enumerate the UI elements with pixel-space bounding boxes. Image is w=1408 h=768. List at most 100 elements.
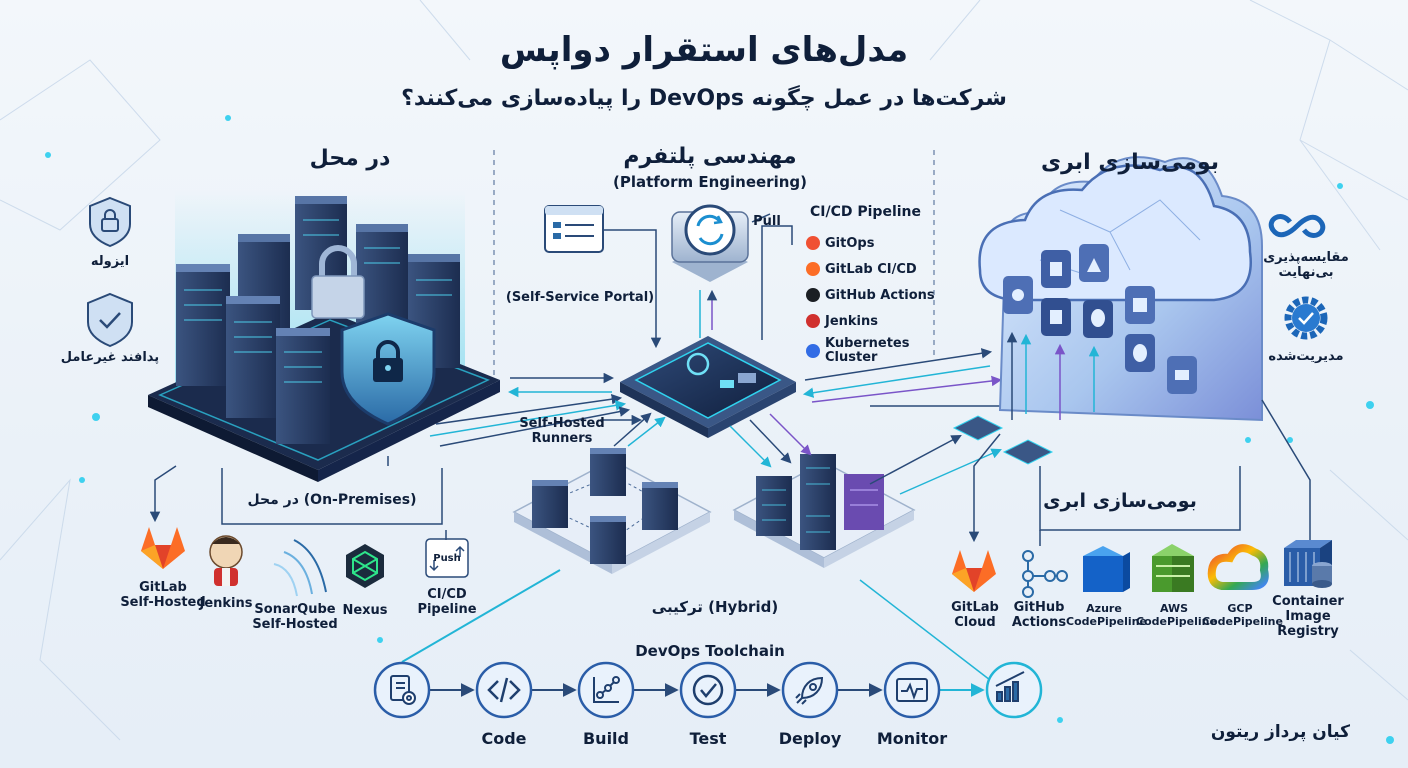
toolchain-stage-rocket-icon [781, 661, 839, 719]
gear-check-icon [1284, 296, 1328, 340]
pull-label: Pull [753, 214, 781, 229]
hybrid-server-b [590, 448, 626, 496]
on-prem-tools-bracket [149, 456, 443, 525]
server-rack-front-2 [226, 296, 280, 418]
toolchain-stage-plan-doc-icon [373, 661, 431, 719]
tool-github-actions-cloud: GitHub Actions [1011, 600, 1067, 630]
registry-icon [1284, 540, 1332, 588]
gitops-sync-icon [671, 204, 749, 282]
page-title: مدل‌های استقرار دواپس [499, 30, 909, 70]
tool-gcp-codepipeline: GCP CodePipeline [1202, 602, 1283, 628]
tool-azure-codepipeline: Azure CodePipeline [1066, 602, 1147, 628]
gitlab-cloud-icon [952, 550, 996, 592]
tool-cicd-pipeline-onprem: CI/CD Pipeline [417, 587, 477, 617]
cloud-feature-managed: مدیریت‌شده [1268, 349, 1344, 364]
chart-icon [995, 671, 1025, 702]
security-shield-icon [340, 312, 436, 426]
sonarqube-arc [293, 539, 327, 593]
build-icon [593, 676, 620, 703]
lock-shield-icon [89, 196, 131, 248]
platform-heading: مهندسی پلتفرم [623, 144, 797, 169]
toolchain-flow [401, 569, 985, 697]
gcp-icon [1207, 544, 1269, 590]
hybrid-cluster-left [512, 448, 712, 574]
platform-connectors [600, 213, 793, 426]
server-rack-front-3 [276, 328, 330, 444]
server-rack-front-1 [176, 264, 230, 386]
hybrid-cluster-right [732, 454, 916, 568]
cloud-tools-bracket [968, 399, 1311, 546]
nexus-icon [346, 544, 384, 588]
flow-into-cloud [1006, 331, 1100, 420]
toolchain-stage-test-check-icon [679, 661, 737, 719]
on-prem-tools-label: (On-Premises) در محل [247, 492, 417, 508]
jenkins-icon [209, 535, 243, 586]
stage-label-monitor: Monitor [876, 729, 948, 748]
cloud-feature-scalability: مقایسه‌پذیری بی‌نهایت [1263, 250, 1349, 280]
flow-hybrid [613, 412, 1002, 681]
page-subtitle: شرکت‌ها در عمل چگونه DevOps را پیاده‌ساز… [401, 86, 1007, 111]
infinity-icon [1268, 214, 1326, 238]
cloud-illustration [978, 156, 1263, 422]
platform-hub [620, 336, 796, 438]
tool-sonarqube: SonarQube Self-Hosted [252, 602, 338, 632]
glow-dots [45, 115, 1394, 744]
tool-gitlab-self-hosted: GitLab Self-Hosted [120, 580, 206, 610]
code-icon [487, 677, 521, 703]
plan-doc-icon [390, 675, 416, 705]
cicd-item-kubernetes: Kubernetes Cluster [806, 334, 936, 368]
cloud-tools-label: بومی‌سازی ابری [1043, 490, 1197, 512]
test-check-icon [692, 674, 724, 706]
cicd-item-gitlab: GitLab CI/CD [806, 256, 936, 282]
tool-gitlab-cloud: GitLab Cloud [951, 600, 999, 630]
tool-nexus: Nexus [342, 603, 388, 618]
cloud-heading: بومی‌سازی ابری [1041, 150, 1219, 175]
rocket-icon [795, 676, 824, 705]
on-prem-feature-passive-defense: پدافند غیرعامل [60, 350, 160, 365]
azure-icon [1083, 546, 1130, 592]
cloud-edge-node-1 [952, 415, 1004, 441]
cicd-item-jenkins: Jenkins [806, 308, 936, 334]
tool-jenkins-onprem: Jenkins [199, 596, 253, 611]
stage-label-code: Code [481, 729, 527, 748]
jenkins-icon [806, 314, 820, 328]
brand-label: کیان پرداز ریتون [1210, 722, 1350, 742]
push-badge: Push [433, 553, 461, 564]
stage-label-test: Test [689, 729, 727, 748]
github-actions-icon [1022, 550, 1068, 598]
aws-icon [1152, 544, 1194, 592]
cicd-tool-list: GitOps GitLab CI/CD GitHub Actions Jenki… [806, 230, 936, 368]
git-icon [806, 236, 820, 250]
tool-container-registry: Container Image Registry [1272, 594, 1344, 639]
monitor-icon [896, 678, 928, 702]
cloud-edge-node-2 [1002, 439, 1054, 465]
cicd-pipeline-title: CI/CD Pipeline [810, 204, 922, 220]
gitlab-icon [806, 262, 820, 276]
toolchain-title: DevOps Toolchain [635, 642, 785, 660]
flow-platform-cloud [802, 348, 1090, 407]
hybrid-server-a [532, 480, 568, 528]
hybrid-label: (Hybrid) ترکیبی [651, 598, 779, 616]
self-service-portal-icon [544, 205, 604, 253]
check-shield-icon [87, 292, 133, 348]
gitlab-icon [141, 527, 185, 569]
cicd-item-github-actions: GitHub Actions [806, 282, 936, 308]
push-icon [425, 538, 469, 578]
background-network [0, 0, 1408, 741]
kubernetes-icon [806, 344, 820, 358]
stage-label-build: Build [582, 729, 629, 748]
on-prem-heading: در محل [309, 146, 391, 171]
github-icon [806, 288, 820, 302]
platform-heading-en: (Platform Engineering) [612, 173, 807, 191]
flow-onprem-platform [429, 372, 631, 447]
on-prem-datacenter-illustration [148, 190, 500, 482]
on-prem-feature-isolated: ایزوله [90, 254, 130, 269]
cicd-item-gitops: GitOps [806, 230, 936, 256]
hybrid-server-c [642, 482, 678, 530]
stage-label-deploy: Deploy [778, 729, 842, 748]
self-service-portal-label: (Self-Service Portal) [505, 290, 655, 305]
self-hosted-runners-label: Self-Hosted Runners [519, 416, 605, 446]
tool-aws-codepipeline: AWS CodePipeline [1136, 602, 1217, 628]
